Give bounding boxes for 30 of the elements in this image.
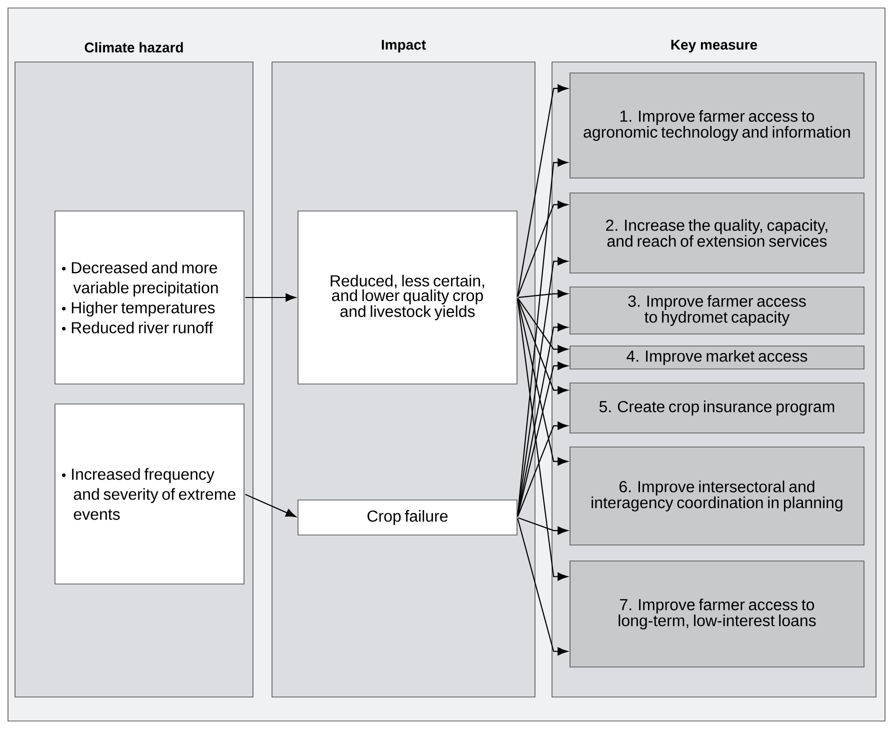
measure-box: 3. Improve farmer access to hydromet capacity	[570, 286, 864, 334]
measure-box: 6. Improve intersectoral and interagency coordination in planning	[570, 446, 864, 546]
measure-box: 2. Increase the quality, capacity, and reach of extension services	[570, 192, 864, 274]
arrow	[517, 200, 568, 297]
measure-box: 7. Improve farmer access to long-term, low-interest loans	[570, 560, 864, 668]
measure-box: 5. Create crop insurance program	[570, 382, 864, 434]
arrow	[518, 298, 568, 354]
arrow	[516, 158, 568, 517]
arrow	[517, 362, 568, 517]
measure-box: 4. Improve market access	[570, 346, 864, 370]
column-heading: Impact	[382, 40, 426, 52]
arrow	[518, 290, 568, 298]
bullet-list-box: Decreased and more variable precipitation Higher temperatures Reduced river runoff	[54, 210, 244, 384]
arrow	[517, 298, 568, 466]
column-heading: Key measure	[671, 40, 758, 52]
arrow	[517, 298, 568, 394]
arrow	[517, 257, 568, 517]
measure-box: 1. Improve farmer access to agronomic technology and information	[570, 72, 864, 178]
arrow	[516, 298, 568, 581]
column-heading: Climate hazard	[84, 42, 183, 52]
arrow	[517, 323, 568, 517]
impact-box: Reduced, less certain, and lower quality crop and livestock yields	[298, 210, 518, 384]
arrow	[245, 494, 296, 518]
arrow	[517, 422, 568, 517]
arrow	[518, 517, 568, 535]
arrow	[517, 84, 568, 297]
bullet-list-box: Increased frequency and severity of extreme events	[54, 404, 244, 584]
impact-box: Crop failure	[298, 500, 518, 536]
arrow	[517, 518, 568, 656]
arrow	[245, 293, 296, 302]
